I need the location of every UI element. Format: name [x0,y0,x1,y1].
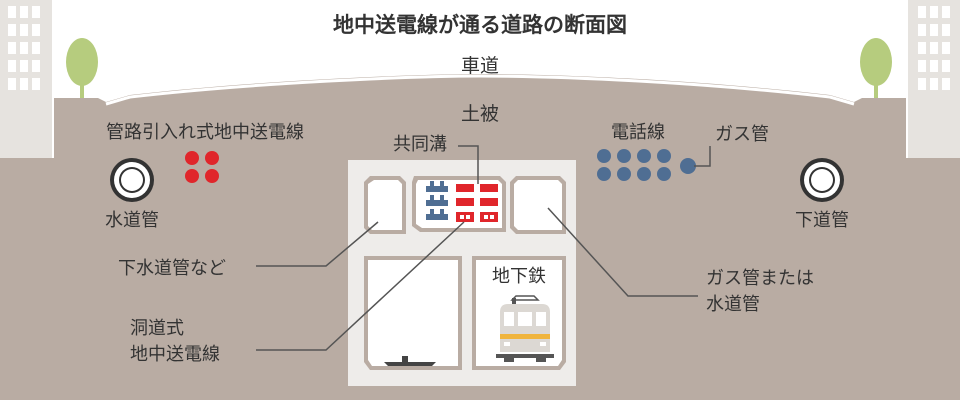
duct-cell-interior [368,180,402,230]
train-icon [496,295,554,362]
building-icon [0,0,52,158]
road-surface [105,74,855,106]
sewer-etc-label: 下水道管など [118,258,226,279]
gas-pipe-label: ガス管 [715,124,769,145]
transmission-cable-bundle [185,151,219,183]
leader-lines [256,145,711,351]
telephone-line-label: 電話線 [611,122,665,143]
subway-label: 地下鉄 [492,266,546,287]
cable-tray-red [456,184,498,222]
cable-tray-blue [426,181,448,220]
pipe-line-transmission-label: 管路引入れ式地中送電線 [106,122,304,143]
tree-icon [66,38,98,98]
gas-or-water-label-line1: ガス管または [706,268,814,289]
tunnel-transmission-label-line2: 地中送電線 [130,344,220,365]
sewer-pipe-label: 下道管 [795,210,849,231]
common-duct-label: 共同溝 [393,134,447,155]
building-icon [908,0,960,158]
tunnel-transmission-label-line1: 洞道式 [130,318,184,339]
gas-pipe-dot [680,158,696,174]
duct-cell-interior [368,260,458,366]
cover-soil-label: 土被 [461,103,499,125]
gas-or-water-label-line2: 水道管 [706,294,760,315]
pipe-ring-icon [800,158,844,202]
telephone-cable-bundle [597,149,671,181]
water-pipe-label: 水道管 [105,210,159,231]
tree-icon [860,38,892,98]
pipe-ring-icon [110,158,154,202]
duct-cell-interior [514,180,562,230]
diagram-title: 地中送電線が通る道路の断面図 [333,13,627,37]
roadway-label: 車道 [461,55,499,77]
tunnel-cable-base [384,356,436,366]
